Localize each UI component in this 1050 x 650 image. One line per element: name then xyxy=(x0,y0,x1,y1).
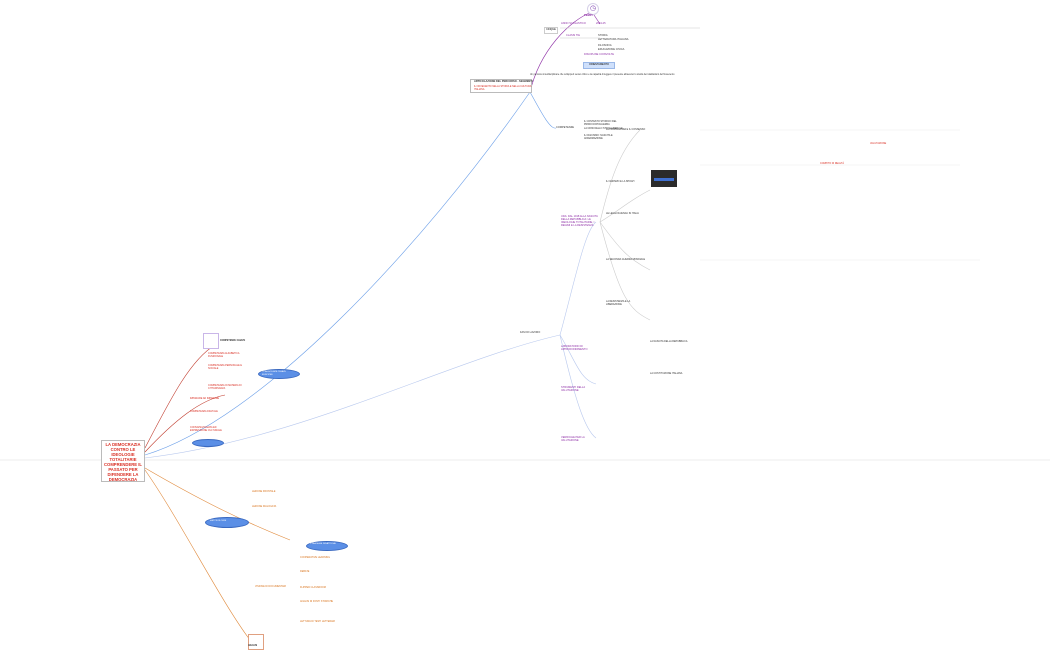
left-upper-item-3: IMPARARE AD IMPARARE xyxy=(190,397,220,400)
tempi-label: TEMPI xyxy=(584,13,593,17)
section-title: ARTICOLAZIONE DEL PERCORSO - SEGMENTI xyxy=(474,80,533,83)
discipline-tag: DISCIPLINE COINVOLTE xyxy=(584,53,614,56)
laboratorio-label[interactable]: LABORATORIO DI APPROFONDIMENTO xyxy=(561,345,588,352)
left-lower-item-5: ANALISI DI FONTI STORICHE xyxy=(300,600,334,603)
left-lower-item-4: FLIPPED CLASSROOM xyxy=(300,586,326,589)
left-upper-item-2: COMPETENZA IN MATERIA DI CITTADINANZA xyxy=(208,384,242,391)
top-item-0: STORIA xyxy=(598,34,608,37)
valutazione-label: VALUTAZIONE xyxy=(870,142,887,145)
uda-node-6: LA COSTITUZIONE ITALIANA xyxy=(650,372,683,375)
row-anno: ANNO SCOLASTICO xyxy=(561,22,586,25)
left-upper-item-5: CONSAPEVOLEZZA ED ESPRESSIONE CULTURALE xyxy=(190,426,222,433)
left-upper-item-1: COMPETENZA PERSONALE E SOCIALE xyxy=(208,364,243,371)
orientamento-box: ORIENTAMENTO xyxy=(583,62,615,69)
uda-node-0: LA PROPAGANDA E IL CONSENSO xyxy=(606,128,646,131)
competenze-item-0: IL CONTESTO STORICO DEL PRIMO DOPOGUERRA xyxy=(584,120,617,127)
uda-node-2: LE LEGGI RAZZIALI IN ITALIA xyxy=(606,212,639,215)
competenze-item-2: IL FASCISMO: NASCITA E AFFERMAZIONE xyxy=(584,134,613,141)
description-text: Un percorso interdisciplinare che svilup… xyxy=(530,74,675,76)
row-classi: CLASSI TIE xyxy=(566,34,580,37)
strategie-oval-text: STRATEGIE DIDATTICHE xyxy=(310,543,336,545)
row-anno-value: 2024-25 xyxy=(596,22,606,25)
left-upper-item-4: COMPETENZA DIGITALE xyxy=(190,410,218,413)
competenze-label[interactable]: COMPETENZE xyxy=(556,126,575,129)
video-thumbnail[interactable] xyxy=(651,170,677,187)
top-item-1: LETTERATURA ITALIANA xyxy=(598,38,629,41)
competenze-chiave-title: COMPETENZE CHIAVE xyxy=(220,340,246,342)
target-icon xyxy=(203,333,219,349)
left-lower-item-7: LETTURA DI TESTI LETTERARI xyxy=(300,620,336,623)
fasi-label[interactable]: FASI DI LAVORO xyxy=(520,331,541,334)
uda-label[interactable]: UDA: DAL 1918 ALLA NASCITA DELLA REPUBBL… xyxy=(561,215,598,228)
verifiche-label[interactable]: VERIFICHE PER LA VALUTAZIONE xyxy=(561,436,585,443)
metodologie-oval-text: METODOLOGIE xyxy=(210,520,227,522)
left-lower-item-1: LEZIONE DIALOGATA xyxy=(252,505,277,508)
top-item-2: FILOSOFIA xyxy=(598,44,612,47)
left-lower-item-6: VISIONE DI DOCUMENTARI xyxy=(255,585,287,588)
left-upper-oval-2[interactable] xyxy=(192,439,224,447)
strategie-oval[interactable] xyxy=(306,541,348,551)
uda-node-5: LA NASCITA DELLA REPUBBLICA xyxy=(650,340,688,343)
left-lower-item-2: COOPERATIVE LEARNING xyxy=(300,556,330,559)
metodologie-oval[interactable] xyxy=(205,517,249,528)
section-subtitle: IL NOVECENTO NELLA STORIA E NELLA CULTUR… xyxy=(474,85,532,92)
competenze-item-1: LA CRISI DELLO STATO LIBERALE xyxy=(584,127,623,130)
left-lower-item-0: LEZIONE FRONTALE xyxy=(252,490,276,493)
uda-node-1: IL NAZISMO E LA SHOAH xyxy=(606,180,635,183)
uda-node-4: LA RESISTENZA E LA LIBERAZIONE xyxy=(606,300,631,307)
left-upper-item-0: COMPETENZA ALFABETICA FUNZIONALE xyxy=(208,352,240,359)
compito-label: COMPITO DI REALTÀ xyxy=(820,162,844,165)
analisi-label: ANALISI xyxy=(248,645,258,647)
uda-node-3: LA SECONDA GUERRA MONDIALE xyxy=(606,258,646,261)
top-item-3: EDUCAZIONE CIVICA xyxy=(598,48,625,51)
central-topic[interactable]: LA DEMOCRAZIA CONTRO LE IDEOLOGIE TOTALI… xyxy=(101,440,145,482)
section-title-box[interactable] xyxy=(470,79,532,93)
competenze-oval[interactable] xyxy=(258,369,300,379)
strumenti-label[interactable]: STRUMENTI DELLA VALUTAZIONE xyxy=(561,386,585,393)
row-classi-value: CINQUE xyxy=(544,27,558,34)
clock-icon: ◷ xyxy=(587,3,599,15)
competenze-oval-text: COMPETENZE CHIAVE EUROPEE xyxy=(262,371,286,377)
left-lower-item-3: DEBATE xyxy=(300,570,310,573)
